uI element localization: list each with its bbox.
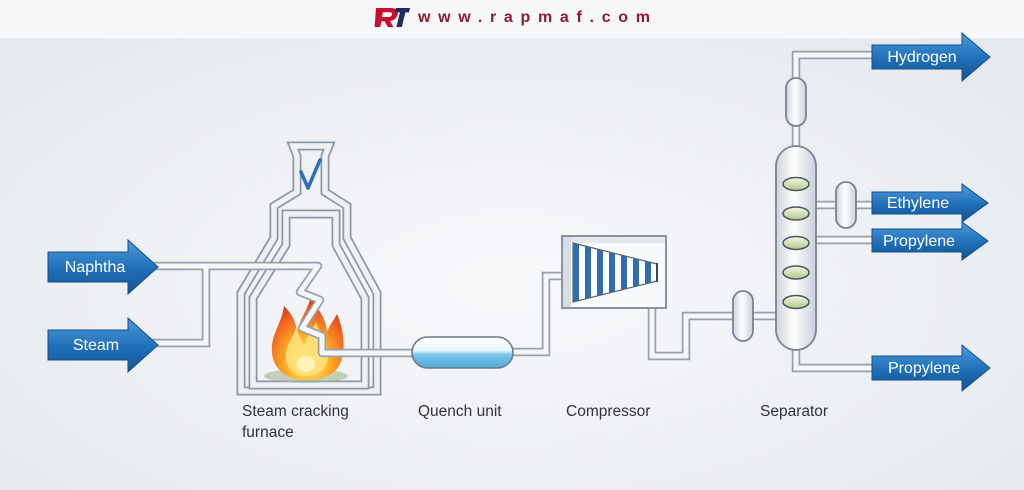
naphtha-label: Naphtha: [65, 259, 126, 276]
output-ethylene: Ethylene: [871, 183, 989, 223]
naphtha-arrow: [47, 238, 159, 296]
flame-core: [297, 356, 315, 372]
output-hydrogen: Hydrogen: [871, 31, 991, 83]
output-propylene-2: Propylene: [871, 343, 991, 393]
steam-arrow: [47, 316, 159, 374]
rapmaf-logo-icon: [374, 8, 410, 27]
ethylene-drum: [835, 181, 857, 229]
hydrogen-drum: [785, 77, 807, 127]
quench-unit-label: Quench unit: [418, 403, 502, 420]
output-propylene-1: Propylene: [871, 221, 989, 261]
logo-mark-navy: [395, 8, 410, 27]
separator: [775, 145, 817, 351]
separator-tray: [782, 206, 810, 221]
compressor-top-band: [563, 237, 665, 243]
separator-trays: [782, 176, 810, 310]
knockout-drum: [732, 290, 754, 342]
input-steam: Steam: [47, 316, 159, 374]
furnace-label-line-2: furnace: [242, 424, 294, 441]
hydrogen-label: Hydrogen: [887, 49, 956, 66]
separator-tray: [782, 265, 810, 280]
separator-label: Separator: [760, 403, 828, 420]
logo-mark-red: [374, 8, 398, 27]
ethylene-arrow: [871, 183, 989, 223]
separator-tray: [782, 235, 810, 251]
furnace-label-line-1: Steam cracking: [242, 403, 349, 420]
propylene-label-1: Propylene: [883, 233, 955, 250]
separator-tray: [782, 294, 810, 310]
quench-highlight: [424, 340, 500, 344]
compressor: [561, 235, 667, 309]
compressor-left-slab: [563, 237, 571, 307]
steam-label: Steam: [73, 337, 119, 354]
check-icon: [299, 158, 322, 190]
input-naphtha: Naphtha: [47, 238, 159, 296]
ethylene-label: Ethylene: [887, 195, 949, 212]
furnace-outer-wall-core: [238, 143, 380, 394]
propylene-label-2: Propylene: [888, 360, 960, 377]
header-band: [0, 0, 1024, 38]
flame-icon: [264, 296, 348, 383]
quench-unit: [411, 336, 514, 369]
compressor-label: Compressor: [566, 403, 650, 420]
propylene-arrow-2: [871, 343, 991, 393]
hydrogen-arrow: [871, 31, 991, 83]
propylene-arrow-1: [871, 221, 989, 261]
quench-vessel: [411, 336, 514, 369]
separator-tray: [782, 176, 810, 192]
